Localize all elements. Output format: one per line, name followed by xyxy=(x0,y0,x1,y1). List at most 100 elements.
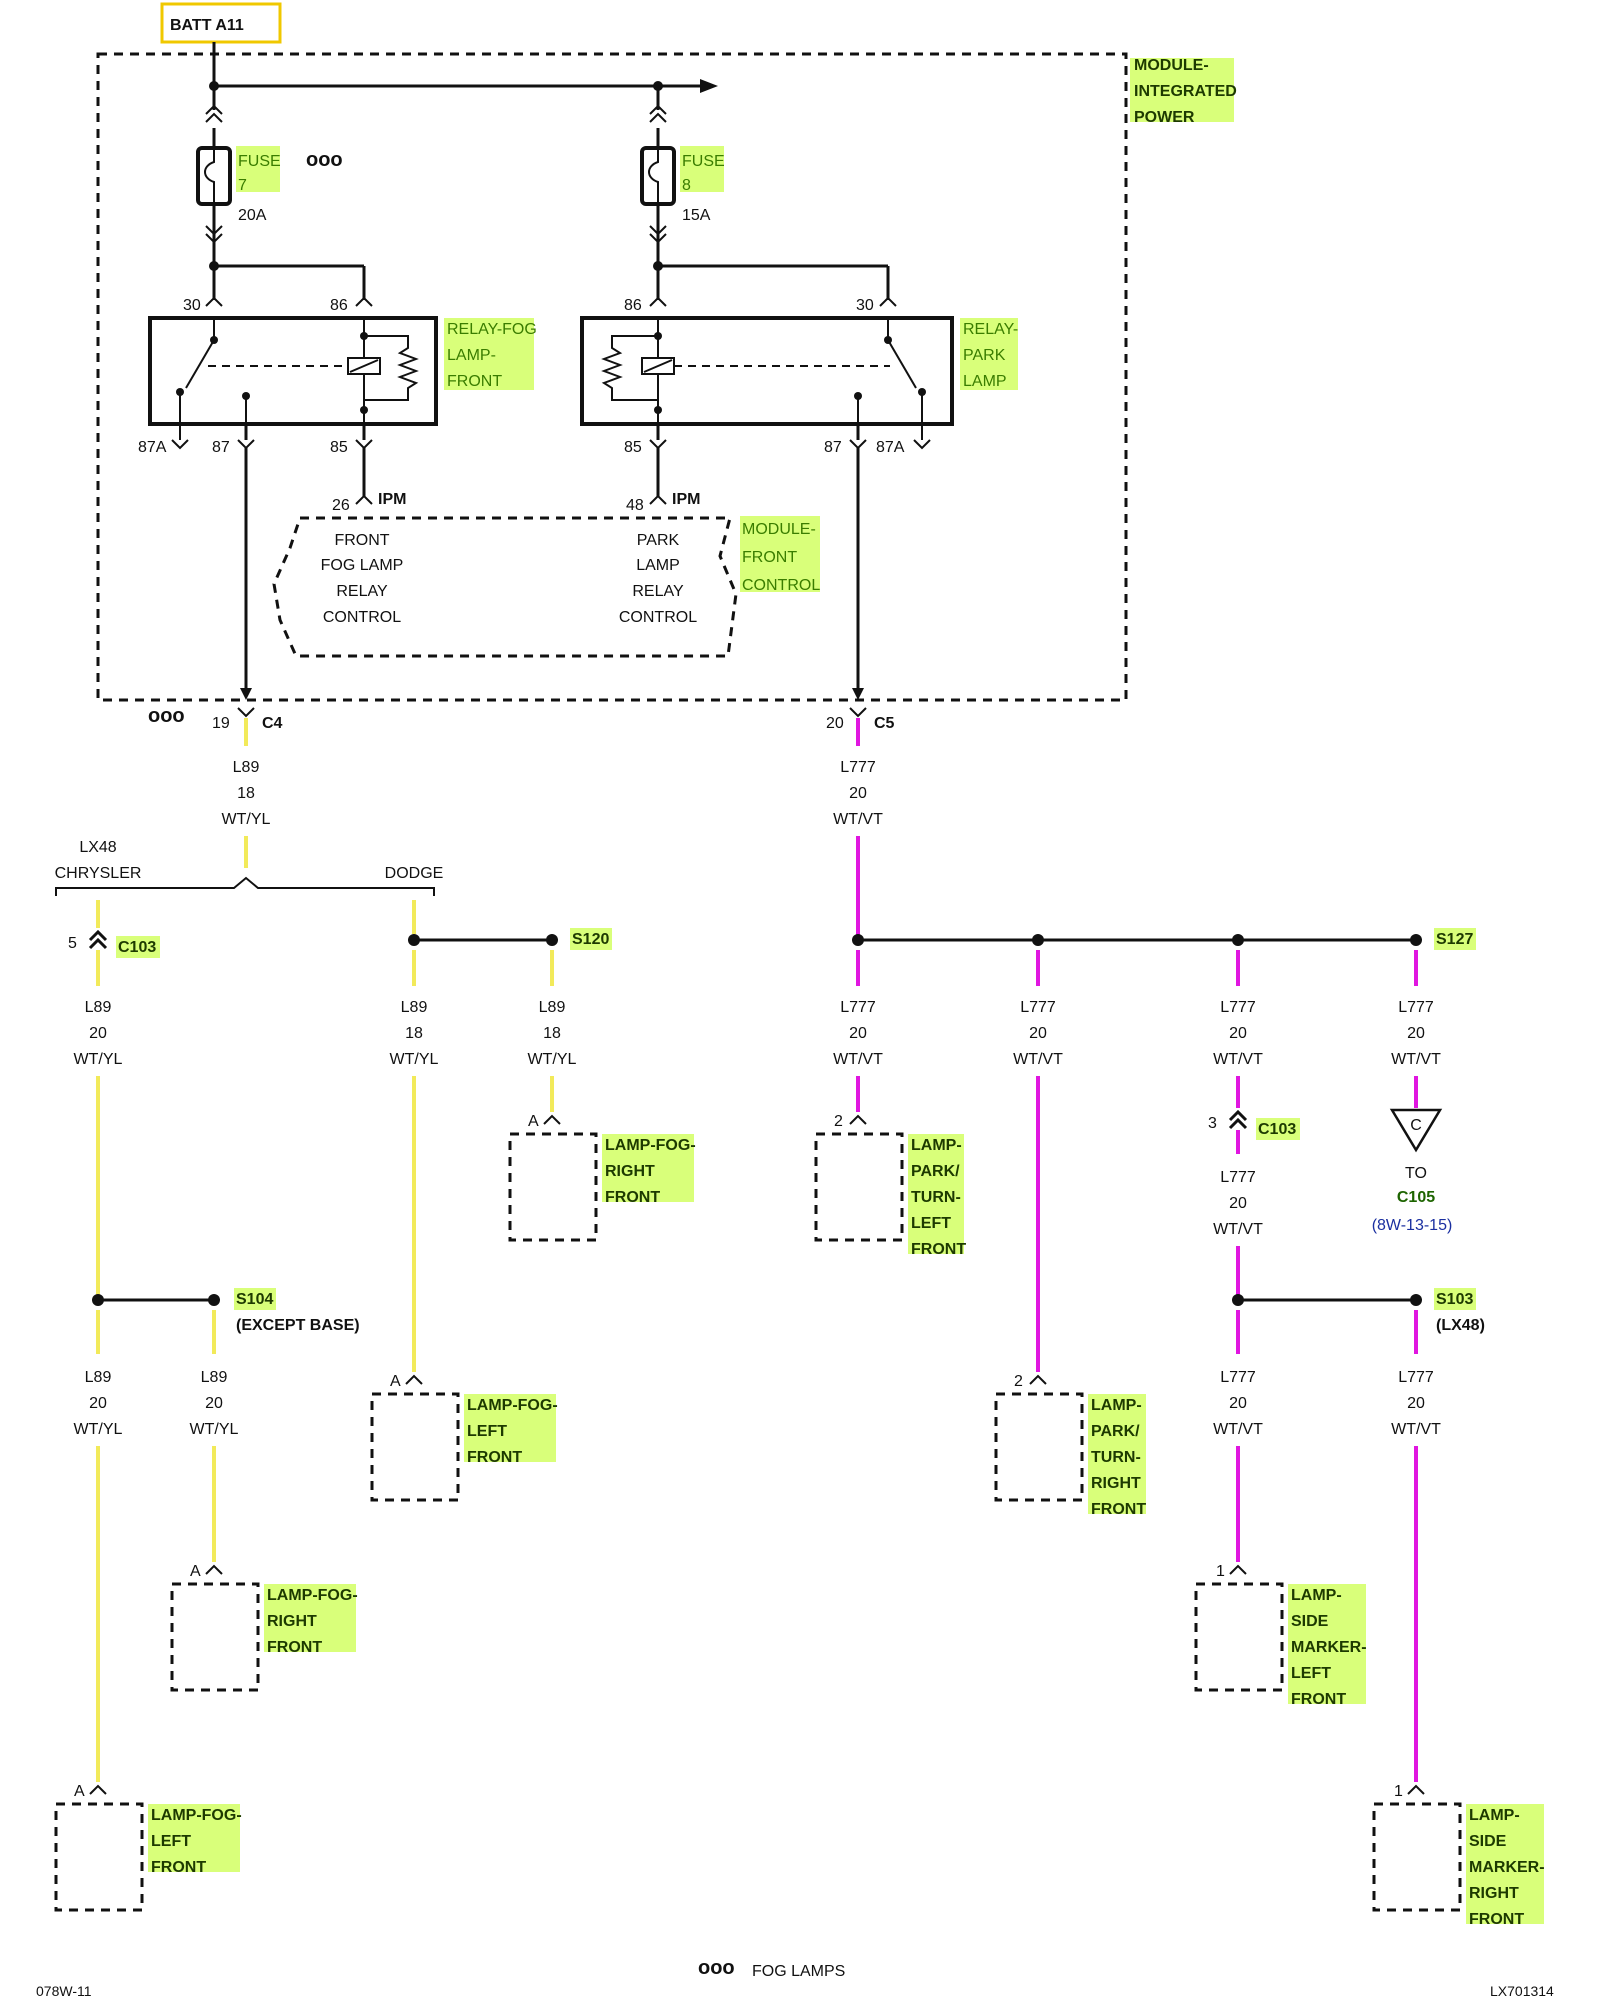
fog-pin85: 85 xyxy=(330,439,348,456)
fog-right-chr-label-3: FRONT xyxy=(267,1639,322,1656)
s103-label: S103 xyxy=(1436,1291,1473,1308)
sm-right-label-bg xyxy=(1466,1804,1544,1924)
sm-left-lamp xyxy=(1194,1582,1284,1692)
fuse7-label: FUSE xyxy=(238,153,281,170)
dodge-label: DODGE xyxy=(385,865,444,882)
pk-right-wire-id: L777 xyxy=(1020,999,1056,1016)
fog-right-dodge-label-1: LAMP-FOG- xyxy=(605,1137,696,1154)
sm-right-wire-id: L777 xyxy=(1398,1369,1434,1386)
park-relay-label-2: PARK xyxy=(963,347,1006,364)
park-sw-blade xyxy=(887,339,917,389)
fog-relay-body xyxy=(148,316,438,426)
c105-ref[interactable]: (8W-13-15) xyxy=(1372,1217,1453,1234)
park-87a-contact xyxy=(918,388,926,396)
park-ctrl-4: CONTROL xyxy=(619,609,697,626)
c4-pin: 19 xyxy=(212,715,230,732)
fog-ctrl-4: CONTROL xyxy=(323,609,401,626)
s120-node-right xyxy=(546,934,558,946)
sm-wire-gauge-2: 20 xyxy=(1229,1195,1247,1212)
sm-right-wire-gauge: 20 xyxy=(1407,1395,1425,1412)
sm-wire-gauge-1: 20 xyxy=(1229,1025,1247,1042)
c4-wire-id: L89 xyxy=(233,759,260,776)
fog-87-conn xyxy=(237,439,255,450)
sm-right-label-1: LAMP- xyxy=(1469,1807,1520,1824)
mfc-label-2: FRONT xyxy=(742,549,797,566)
park-87-contact xyxy=(854,392,862,400)
fog-relay-label-2: LAMP- xyxy=(447,347,496,364)
fog-right-chr-pin: A xyxy=(190,1563,201,1580)
lx48-label: LX48 xyxy=(79,839,116,856)
footer-left: 078W-11 xyxy=(36,1983,92,1999)
c103-label-1: C103 xyxy=(118,939,156,956)
sm-right-label-5: FRONT xyxy=(1469,1911,1524,1928)
fog-relay-label-3: FRONT xyxy=(447,373,502,390)
option-bracket xyxy=(55,876,435,896)
fog-87a-contact xyxy=(176,388,184,396)
pk-left-pin: 2 xyxy=(834,1113,843,1130)
s104-node-right xyxy=(208,1294,220,1306)
fog-left-dodge-label-3: FRONT xyxy=(467,1449,522,1466)
fog-left-chr-pin: A xyxy=(74,1783,85,1800)
sm-right-conn xyxy=(1407,1784,1425,1795)
s104-label-bg xyxy=(234,1288,276,1310)
fog-right-chr-lamp xyxy=(170,1582,260,1692)
fog-left-chr-label-3: FRONT xyxy=(151,1859,206,1876)
pk-right-label-2: PARK/ xyxy=(1091,1423,1140,1440)
park-ctrl-1: PARK xyxy=(637,532,680,549)
c103-label-bg-1 xyxy=(116,936,160,958)
fog-right-dodge-pin: A xyxy=(528,1113,539,1130)
fog-right-dodge-lamp xyxy=(508,1132,598,1242)
fog-resistor xyxy=(364,335,419,401)
fog-pin87a: 87A xyxy=(138,439,167,456)
sm-left-label-4: LEFT xyxy=(1291,1665,1331,1682)
s104r-wire-color: WT/YL xyxy=(190,1421,239,1438)
sm-left-label-bg xyxy=(1288,1584,1366,1704)
sm-left-conn xyxy=(1229,1564,1247,1575)
pk-right-label-5: FRONT xyxy=(1091,1501,1146,1518)
pk-right-wire-color: WT/VT xyxy=(1013,1051,1063,1068)
park-coil-slash xyxy=(643,359,673,373)
c105-wire-color: WT/VT xyxy=(1391,1051,1441,1068)
park-relay-label-bg xyxy=(960,318,1018,390)
s104r-wire-id: L89 xyxy=(201,1369,228,1386)
sm-right-label-3: MARKER- xyxy=(1469,1859,1545,1876)
ipm-boundary xyxy=(96,52,1128,702)
c105-wire-gauge: 20 xyxy=(1407,1025,1425,1042)
park-pin86: 86 xyxy=(624,297,642,314)
fog-relay-label-bg xyxy=(444,318,534,390)
fog-pin86: 86 xyxy=(330,297,348,314)
mfc-label-3: CONTROL xyxy=(742,577,820,594)
c4-wire-gauge: 18 xyxy=(237,785,255,802)
s103-node-right xyxy=(1410,1294,1422,1306)
fog-left-chr-label-bg xyxy=(148,1804,240,1872)
fuse8-amps: 15A xyxy=(682,207,711,224)
dodge-l-wire-id: L89 xyxy=(401,999,428,1016)
circles-2: ooo xyxy=(148,705,185,727)
sm-left-pin: 1 xyxy=(1216,1563,1225,1580)
fuse8-label: FUSE xyxy=(682,153,725,170)
park-87a-conn xyxy=(913,439,931,450)
fog-ctrl-2: FOG LAMP xyxy=(321,557,404,574)
pk-right-conn xyxy=(1029,1374,1047,1385)
s104-label: S104 xyxy=(236,1291,273,1308)
park-relay-label-3: LAMP xyxy=(963,373,1007,390)
c105-offpage-triangle[interactable] xyxy=(1389,1108,1443,1153)
park-coil-node-bot xyxy=(654,406,662,414)
sm-left-wire-gauge: 20 xyxy=(1229,1395,1247,1412)
park-85-conn xyxy=(649,439,667,450)
park-ipm-pin: 48 xyxy=(626,497,644,514)
park-relay-body xyxy=(580,316,954,426)
mfc-label-1: MODULE- xyxy=(742,521,816,538)
c105-letter: C xyxy=(1410,1117,1422,1134)
fog-right-chr-conn xyxy=(205,1564,223,1575)
s103-label-bg xyxy=(1434,1288,1476,1310)
c4-conn xyxy=(237,707,255,718)
s120-label-bg xyxy=(570,928,612,950)
sm-left-label-2: SIDE xyxy=(1291,1613,1329,1630)
pk-left-label-4: LEFT xyxy=(911,1215,951,1232)
park-relay-label-1: RELAY- xyxy=(963,321,1018,338)
fog-85-conn xyxy=(355,439,373,450)
pk-left-wire-color: WT/VT xyxy=(833,1051,883,1068)
park-ctrl-3: RELAY xyxy=(632,583,684,600)
